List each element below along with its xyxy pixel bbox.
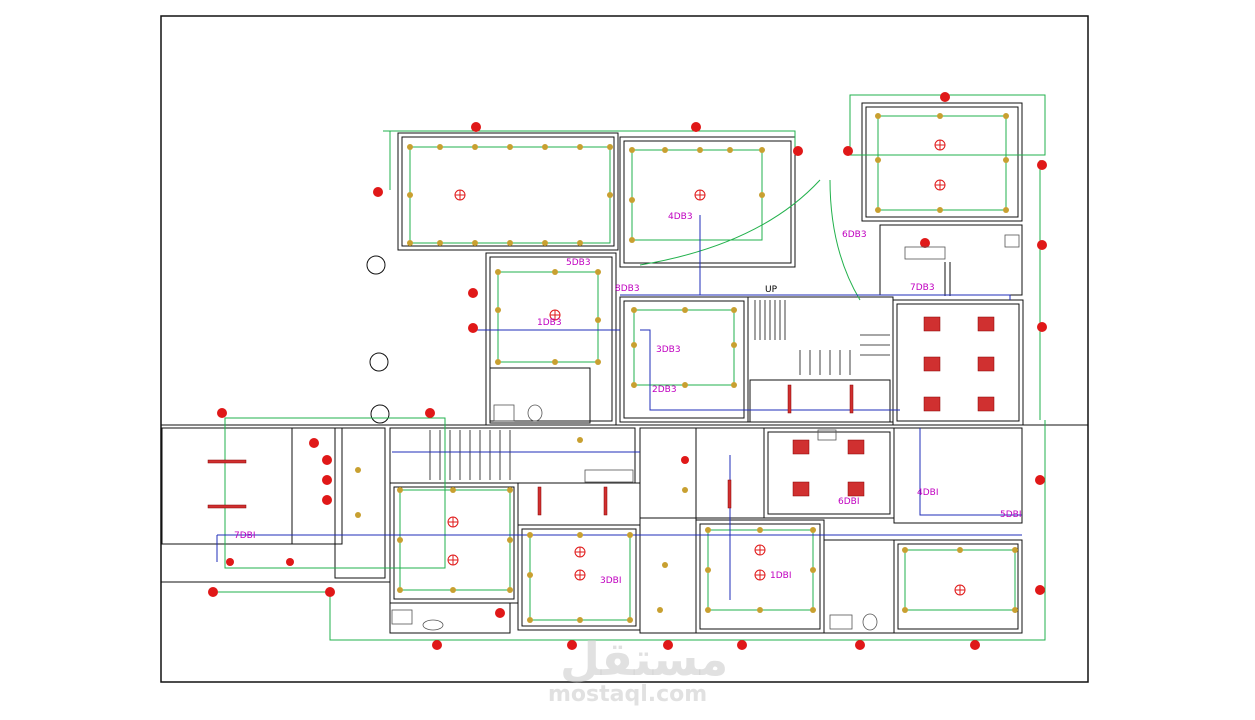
panel-label: 1DBI <box>770 571 792 581</box>
socket-icons <box>208 92 1047 650</box>
light-fixtures <box>227 113 1018 623</box>
panel-label: 5DB3 <box>566 258 591 268</box>
watermark-latin: mostaql.com <box>548 682 708 707</box>
panel-label: 6DBI <box>838 497 860 507</box>
site-boundary <box>160 15 1089 683</box>
panel-label: 1DB3 <box>537 318 562 328</box>
sanitary-fixtures <box>391 234 1020 631</box>
wiring-runs <box>215 94 1046 641</box>
panel-label: 2DB3 <box>652 385 677 395</box>
tree-icon <box>370 404 390 424</box>
ceiling-fan-icons <box>447 139 966 596</box>
panel-label: 3DBI <box>600 576 622 586</box>
distribution-board-labels: 5DB3 4DB3 6DB3 8DB3 1DB3 3DB3 2DB3 7DB3 … <box>234 212 1022 586</box>
panel-label: 4DB3 <box>668 212 693 222</box>
tree-icon <box>369 352 389 372</box>
panel-label: 5DBI <box>1000 510 1022 520</box>
panel-label: 4DBI <box>917 488 939 498</box>
panel-label: 8DB3 <box>615 284 640 294</box>
panel-label: 7DBI <box>234 531 256 541</box>
building-walls <box>161 102 1024 634</box>
panel-label: 7DB3 <box>910 283 935 293</box>
circuit-runs <box>216 215 1022 600</box>
panel-label: 6DB3 <box>842 230 867 240</box>
stair-up-label: UP <box>765 285 778 295</box>
ac-unit-icons <box>207 316 995 516</box>
tree-icon <box>366 255 386 275</box>
watermark-arabic: مستقل <box>560 632 729 686</box>
panel-label: 3DB3 <box>656 345 681 355</box>
stairs <box>429 300 890 480</box>
